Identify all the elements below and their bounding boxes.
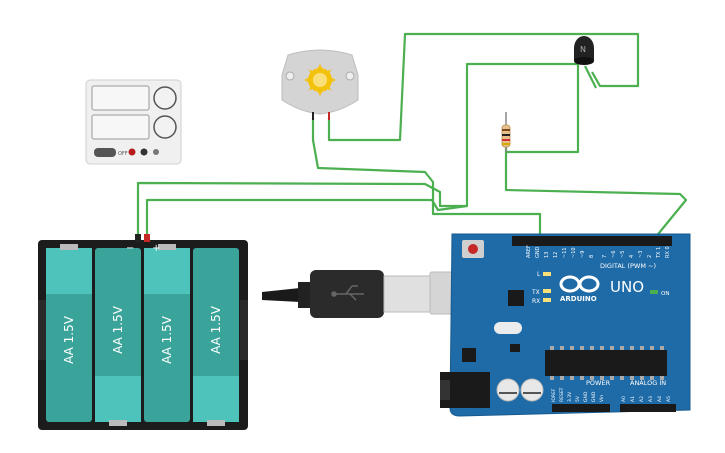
battery-cell-label: AA 1.5V [62,315,76,364]
pin-label: A2 [639,396,645,402]
arduino-infinity-logo-icon [559,275,600,293]
pin-label: GND [583,391,589,402]
motor-gear-icon [304,64,336,96]
analog-header[interactable] [620,404,676,412]
wire-motor-to-arduino-gnd[interactable] [311,118,542,244]
pin-label: RESET [559,387,565,402]
crystal-oscillator [494,322,522,334]
capacitor-1 [496,378,520,402]
pin-label: IOREF [551,388,557,402]
power-button-label: OFF [118,151,128,157]
pin-label: AREF [526,245,532,258]
supply-pos-terminal[interactable] [128,148,136,156]
voltage-knob[interactable] [153,86,177,110]
pin-label: ~11 [562,247,568,258]
digital-header[interactable] [512,236,672,246]
pin-label: A4 [657,396,663,402]
pin-label: RX 0 [665,246,671,258]
power-pin-labels: IOREF RESET 3.3V 5V GND GND Vin [551,387,605,402]
power-header[interactable] [552,404,610,412]
power-button[interactable] [94,148,116,157]
pin-label: A5 [666,396,672,402]
pin-label: ~5 [620,251,626,258]
pin-label: GND [535,246,541,258]
battery-cell-label: AA 1.5V [160,315,174,364]
pin-label: GND [591,391,597,402]
pin-label: A1 [630,396,636,402]
battery-cell-label: AA 1.5V [111,305,125,354]
usb-chip [508,290,524,306]
pin-label: 3.3V [567,391,573,402]
pin-label: ~9 [580,251,586,258]
pin-label: 13 [544,252,550,258]
pin-label: A0 [621,396,627,402]
battery-cell-1: AA 1.5V [46,244,92,422]
dc-motor[interactable] [281,49,359,120]
tx-led-label: TX [531,289,540,296]
chip-pins [550,346,664,380]
on-led-label: ON [661,291,669,297]
pin-label: Vin [599,395,605,402]
pin-label: 8 [589,255,595,258]
wire-transistor-emitter[interactable] [584,65,597,89]
rx-led-label: RX [532,298,540,305]
wire-motor-to-transistor[interactable] [327,32,640,142]
wire-battery-pos[interactable] [145,198,468,235]
power-header-label: POWER [586,379,611,387]
digital-header-label: DIGITAL (PWM ~) [600,262,656,270]
transistor[interactable]: N [574,36,594,65]
pin-label: A3 [648,396,654,402]
pin-label: 2 [647,255,653,258]
arduino-uno[interactable]: AREF GND 13 12 ~11 ~10 ~9 8 7 ~6 ~5 4 ~3… [440,233,691,417]
power-supply[interactable]: OFF [85,79,182,165]
capacitor-2 [520,378,544,402]
arduino-model: UNO [610,278,644,296]
voltage-regulator [462,348,476,362]
battery-cell-3: AA 1.5V [144,244,190,422]
battery-neg-terminal[interactable] [135,234,141,242]
current-knob[interactable] [153,115,177,139]
battery-pack[interactable]: AA 1.5V AA 1.5V AA 1.5V AA 1.5V − + [38,234,248,430]
pin-label: ~3 [638,251,644,258]
supply-gnd-terminal[interactable] [153,149,159,155]
battery-cell-2: AA 1.5V [95,248,141,426]
resistor[interactable] [501,112,511,152]
pin-label: 7 [602,255,608,258]
wires [136,32,688,245]
usb-cable[interactable] [262,270,473,318]
pin-label: TX 1 [656,247,662,259]
usb-icon [331,285,364,301]
supply-neg-terminal[interactable] [140,148,148,156]
pin-label: ~10 [571,247,577,258]
battery-pos-symbol: + [152,243,160,254]
transistor-mark: N [580,45,586,54]
l-led-label: L [537,271,541,278]
atmega-chip [545,350,667,376]
pin-label: 5V [575,395,581,402]
battery-pos-terminal[interactable] [144,234,150,242]
battery-cell-4: AA 1.5V [193,248,239,426]
arduino-logo-text: ARDUINO [560,295,597,303]
pin-label: 12 [553,252,559,258]
digital-pin-labels: AREF GND 13 12 ~11 ~10 ~9 8 7 ~6 ~5 4 ~3… [526,245,671,259]
battery-cell-label: AA 1.5V [209,305,223,354]
pin-label: 4 [629,255,635,258]
pin-label: ~6 [611,251,617,258]
analog-header-label: ANALOG IN [630,379,666,387]
battery-neg-symbol: − [126,243,134,254]
analog-pin-labels: A0 A1 A2 A3 A4 A5 [621,396,672,402]
wire-resistor-to-pin3[interactable] [504,152,688,245]
